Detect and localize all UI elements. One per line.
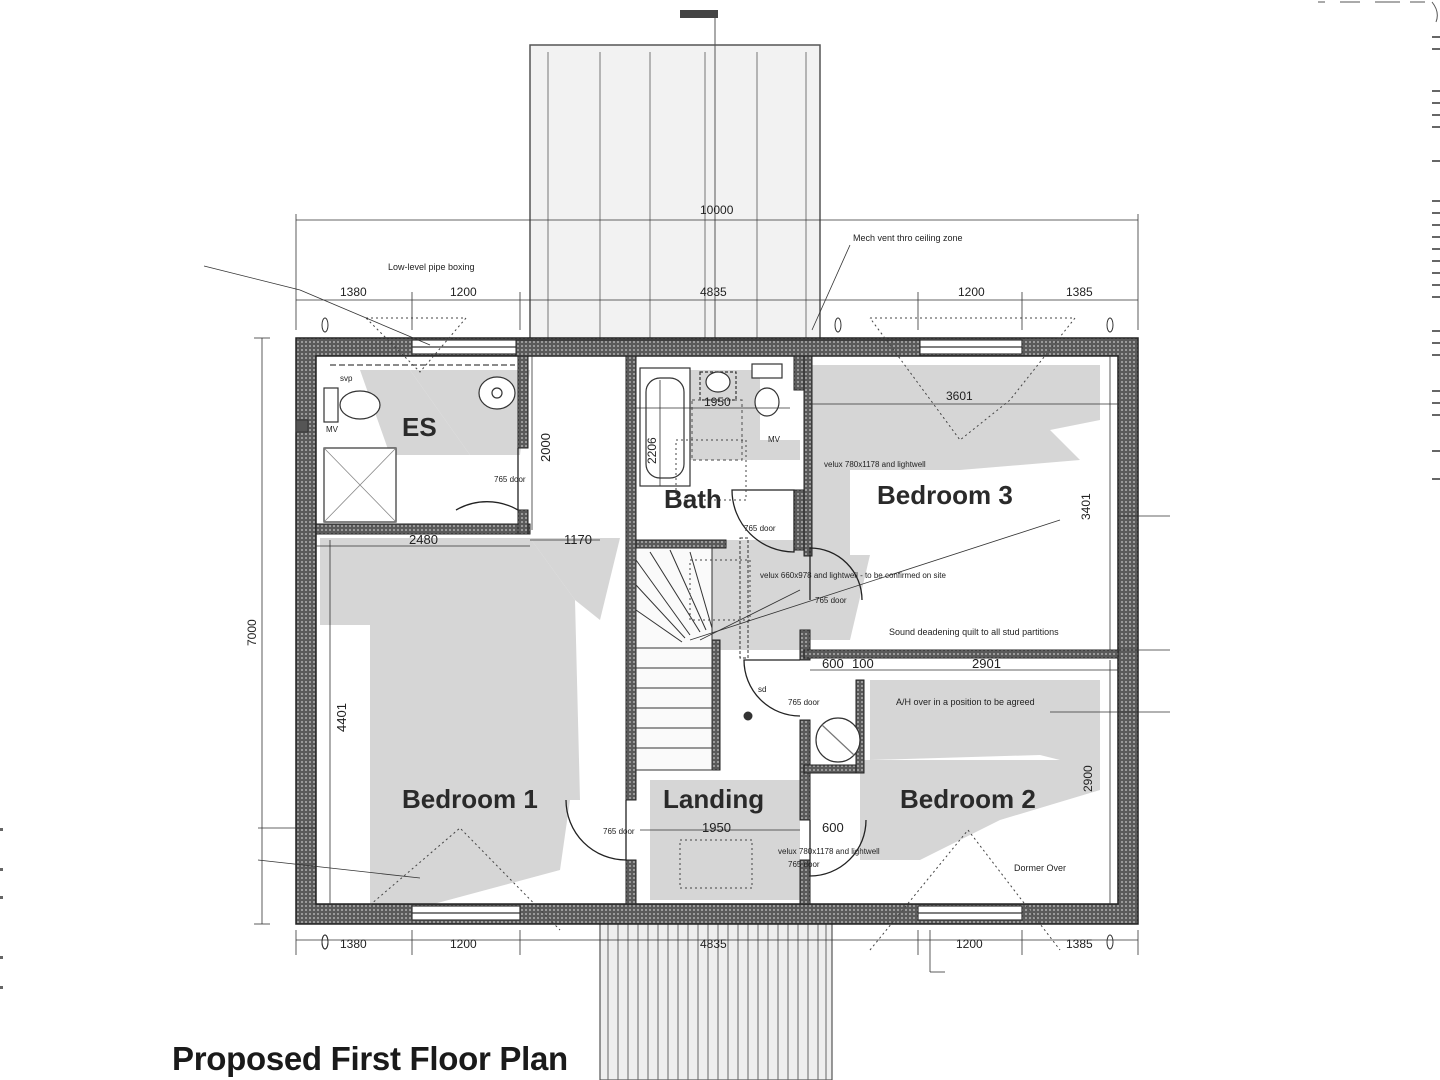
note-door-cupboard: 765 door (788, 698, 820, 707)
note-door-bath: 765 door (744, 524, 776, 533)
door-swings (455, 448, 867, 877)
note-dormer: Dormer Over (1014, 863, 1066, 873)
note-door-bed3: 765 door (815, 596, 847, 605)
dim-top-right-1: 1200 (958, 285, 985, 299)
room-label-es: ES (402, 412, 437, 442)
note-door-bed1: 765 door (603, 827, 635, 836)
note-velux-landing: velux 780x1178 and lightwell (778, 847, 880, 856)
dim-top-left-1: 1380 (340, 285, 367, 299)
note-pipe-boxing: Low-level pipe boxing (388, 262, 475, 272)
room-label-bath: Bath (664, 484, 722, 514)
deck-projection (599, 919, 833, 1080)
note-mech-vent: Mech vent thro ceiling zone (853, 233, 963, 243)
dim-cupboard-2: 100 (852, 656, 874, 671)
note-ah-over: A/H over in a position to be agreed (896, 697, 1035, 707)
internal-walls (315, 339, 1119, 905)
fixing-markers (295, 317, 1114, 950)
room-label-bedroom-1: Bedroom 1 (402, 784, 538, 814)
light-shading (320, 365, 1100, 905)
dim-overall-depth: 7000 (245, 619, 259, 646)
dim-bed3-width: 3601 (946, 389, 973, 403)
dim-bottom-right-2: 1385 (1066, 937, 1093, 951)
note-velux-bed3: velux 780x1178 and lightwell (824, 460, 926, 469)
note-mv-bath: MV (768, 435, 781, 444)
velux-outlines (365, 317, 1077, 951)
title-block-fragment (1318, 1, 1438, 23)
room-label-landing: Landing (663, 784, 764, 814)
note-sd: sd (758, 685, 766, 694)
dim-es-gap: 1170 (564, 532, 592, 547)
dim-bed2-depth: 2900 (1081, 765, 1095, 792)
dim-bottom-left-1: 1380 (340, 937, 367, 951)
dim-top-left-2: 1200 (450, 285, 477, 299)
note-door-bed2: 765 door (788, 860, 820, 869)
note-door-es: 765 door (494, 475, 526, 484)
dim-bed1-depth: 4401 (334, 703, 349, 732)
dim-bottom-center: 4835 (700, 937, 727, 951)
hot-water-cylinder (815, 717, 861, 763)
dim-bed2-width: 2901 (972, 656, 1001, 671)
dim-bed3-depth: 3401 (1079, 493, 1093, 520)
dim-overall-width: 10000 (700, 203, 734, 217)
windows (411, 339, 1023, 921)
leader-lines (203, 244, 1170, 973)
ensuite-fixtures (323, 364, 516, 523)
dim-bath-depth: 2206 (645, 437, 659, 464)
dim-es-depth: 2000 (538, 433, 553, 462)
note-velux-stair: velux 660x978 and lightwell - to be conf… (760, 571, 946, 580)
room-label-bedroom-2: Bedroom 2 (900, 784, 1036, 814)
staircase (635, 537, 749, 771)
dim-cupboard-1: 600 (822, 656, 844, 671)
dim-bath-width: 1950 (704, 395, 731, 409)
note-sound-quilt: Sound deadening quilt to all stud partit… (889, 627, 1059, 637)
room-label-bedroom-3: Bedroom 3 (877, 480, 1013, 510)
dim-bottom-left-2: 1200 (450, 937, 477, 951)
note-mv-es: MV (326, 425, 339, 434)
dim-landing-width: 1950 (702, 820, 731, 835)
dimension-lines (254, 214, 1139, 955)
roof-projection (529, 10, 821, 342)
dim-top-right-2: 1385 (1066, 285, 1093, 299)
note-svp: svp (340, 374, 353, 383)
dim-bed1-width: 2480 (409, 532, 438, 547)
dim-landing-600: 600 (822, 820, 844, 835)
dim-bottom-right-1: 1200 (956, 937, 983, 951)
drawing-title: Proposed First Floor Plan (172, 1040, 568, 1077)
dim-top-center: 4835 (700, 285, 727, 299)
bath-fixtures (639, 363, 783, 487)
title-block-ticks (0, 36, 1440, 989)
